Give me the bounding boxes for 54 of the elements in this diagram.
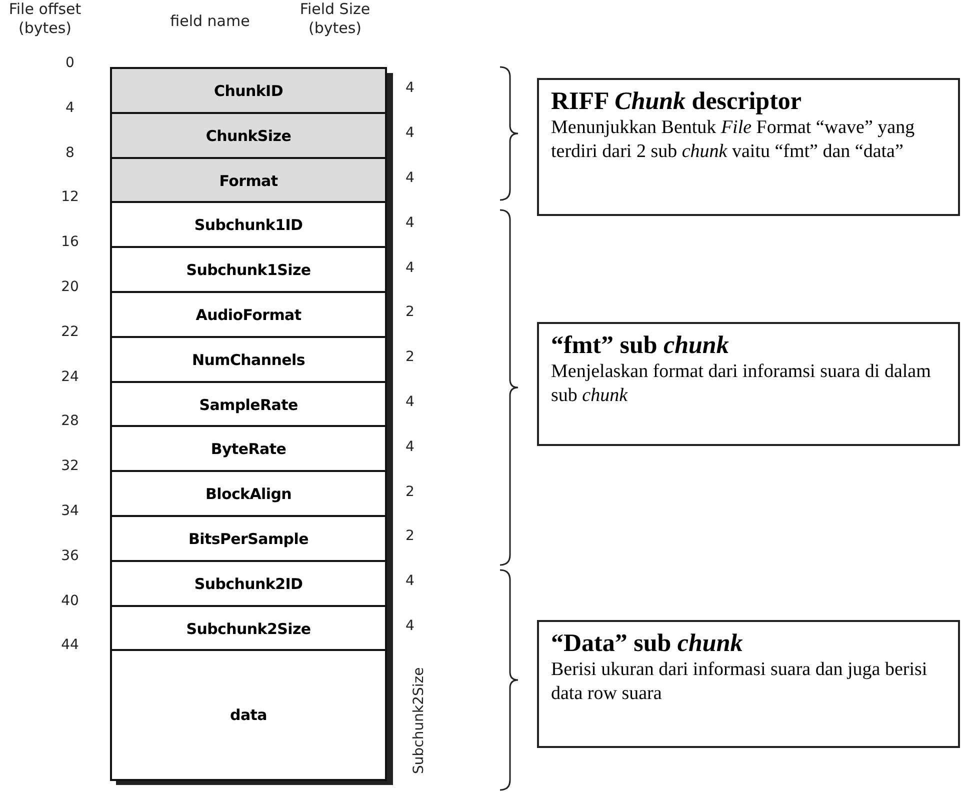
description-heading: RIFF Chunk descriptor [551,88,802,116]
size-label: Subchunk2Size [411,666,427,776]
offset-label: 12 [60,189,80,205]
offset-label: 8 [64,145,76,161]
description-heading: “Data” sub chunk [551,630,744,658]
size-label: 4 [404,125,416,141]
field-row: Subchunk1ID [110,201,387,248]
offset-label: 4 [64,100,76,116]
field-row: Subchunk1Size [110,246,387,293]
offset-label: 40 [60,593,80,609]
offset-label: 24 [60,369,80,385]
size-label: 4 [404,170,416,186]
description-text: Menunjukkan Bentuk File Format “wave” yang terdiri dari 2 sub chunk vaitu “fmt” dan “data” [551,116,916,164]
field-row: Subchunk2Size [110,605,387,652]
offset-label: 44 [60,637,80,653]
description-box [537,78,960,216]
offset-label: 16 [60,234,80,250]
field-row: ByteRate [110,425,387,472]
column-header: field name [169,12,251,31]
size-label: 2 [404,528,416,544]
column-header: File offset (bytes) [8,0,82,38]
column-header: Field Size (bytes) [298,0,372,38]
size-label: 2 [404,484,416,500]
offset-label: 0 [64,55,76,71]
field-row: AudioFormat [110,291,387,338]
description-text: Menjelaskan format dari inforamsi suara di dalam sub chunk [551,360,932,408]
size-label: 4 [404,394,416,410]
description-box [537,620,960,748]
description-heading: “fmt” sub chunk [551,332,730,360]
size-label: 2 [404,349,416,365]
field-row: ChunkSize [110,112,387,159]
offset-label: 32 [60,458,80,474]
field-row: SampleRate [110,381,387,428]
field-row: Format [110,157,387,204]
field-row: data [110,649,387,781]
field-row: BlockAlign [110,470,387,517]
offset-label: 22 [60,324,80,340]
description-text: Berisi ukuran dari informasi suara dan juga berisi data row suara [551,658,928,706]
offset-label: 36 [60,548,80,564]
size-label: 4 [404,439,416,455]
size-label: 4 [404,260,416,276]
offset-label: 20 [60,279,80,295]
size-label: 2 [404,304,416,320]
offset-label: 34 [60,503,80,519]
field-row: BitsPerSample [110,515,387,562]
field-row: ChunkID [110,67,387,114]
description-box [537,322,960,446]
field-row: Subchunk2ID [110,560,387,607]
size-label: 4 [404,215,416,231]
size-label: 4 [404,618,416,634]
size-label: 4 [404,80,416,96]
size-label: 4 [404,573,416,589]
offset-label: 28 [60,413,80,429]
field-row: NumChannels [110,336,387,383]
